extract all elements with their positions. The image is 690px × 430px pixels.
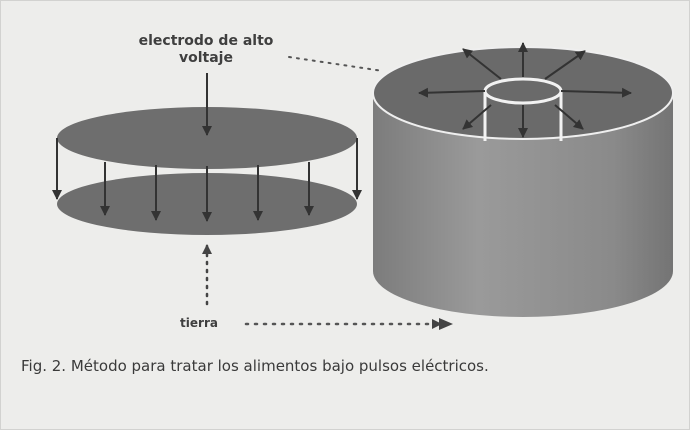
ground-label: tierra — [180, 316, 218, 330]
top-electrode-disc — [57, 107, 357, 169]
radial-field-arrows — [418, 42, 632, 138]
field-lines — [52, 138, 362, 222]
high-voltage-electrode-label: electrodo de alto voltaje — [138, 33, 274, 66]
cylinder-side — [373, 93, 673, 317]
figure-caption: Fig. 2. Método para tratar los alimentos… — [21, 357, 489, 375]
high-voltage-dotted-leader — [288, 56, 384, 72]
ground-leader-arrowhead — [439, 318, 453, 330]
coaxial-cylinder-chamber — [244, 42, 674, 330]
parallel-plate-chamber — [52, 73, 362, 306]
